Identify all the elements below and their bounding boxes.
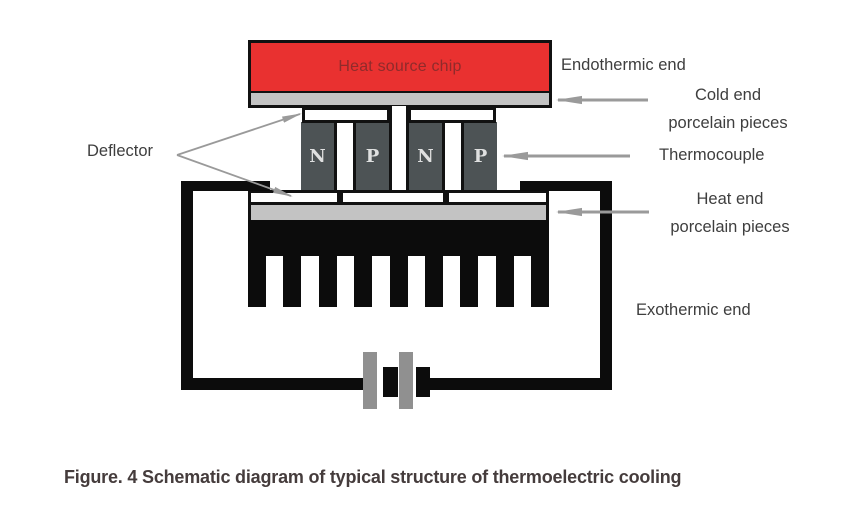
wire-left [181,181,193,390]
battery-plate-short-1 [383,367,398,397]
pellet-p1: P [356,122,389,191]
heatsink-base [248,220,549,256]
deflector-tab-top-left [302,107,390,123]
pellet-n2-letter: N [417,146,434,167]
wire-bottom-left [181,378,363,390]
heatsink-fin [283,256,302,307]
pellet-p2: P [464,122,497,191]
conductor-column-right [442,120,464,191]
battery-plate-long-2 [399,352,413,409]
pellet-p1-letter: P [365,146,380,167]
label-heat-end-line1: Heat end [696,190,764,208]
wire-right [600,181,612,390]
figure-caption: Figure. 4 Schematic diagram of typical s… [64,467,682,487]
label-heat-end-porcelain: Heat end porcelain pieces [652,185,808,241]
heatsink-fin [389,256,408,307]
label-heat-end-line2: porcelain pieces [670,218,790,236]
wire-stub-left [181,181,270,191]
pellet-n2: N [409,122,442,191]
label-cold-end-porcelain: Cold end porcelain pieces [650,81,806,137]
heatsink-fins [248,256,549,307]
battery-plate-short-2 [416,367,430,397]
heatsink-fin [318,256,337,307]
chip-assembly: Heat source chip [248,40,552,108]
label-deflector: Deflector [87,142,154,160]
wire-stub-right [520,181,612,191]
heatsink-fin [531,256,549,307]
heatsink-fin [495,256,514,307]
label-thermocouple: Thermocouple [659,146,765,164]
battery-plate-long-1 [363,352,377,409]
heat-end-porcelain-plate [248,205,549,220]
deflector-tab-bottom-right [446,190,549,205]
deflector-tab-top-right [408,107,496,123]
pellet-n1-letter: N [309,146,326,167]
wire-bottom-right [430,378,612,390]
heat-source-chip: Heat source chip [251,43,549,91]
pellet-n1: N [301,122,334,191]
heatsink-fin [354,256,373,307]
pointer-deflector-top [176,113,302,156]
label-endothermic-end: Endothermic end [561,56,686,74]
cold-end-porcelain-plate [251,93,549,105]
heatsink-fin [248,256,266,307]
heatsink-fin [460,256,479,307]
label-cold-end-line2: porcelain pieces [668,114,788,132]
heatsink-fin [424,256,443,307]
label-exothermic-end: Exothermic end [636,301,751,319]
conductor-column-middle [389,106,409,191]
chip-plate-divider [251,91,549,93]
deflector-tab-bottom-left [248,190,340,205]
pellet-p2-letter: P [473,146,488,167]
heat-source-chip-label: Heat source chip [338,58,462,75]
deflector-tab-bottom-middle [340,190,446,205]
conductor-column-left [334,120,356,191]
label-cold-end-line1: Cold end [694,86,762,104]
